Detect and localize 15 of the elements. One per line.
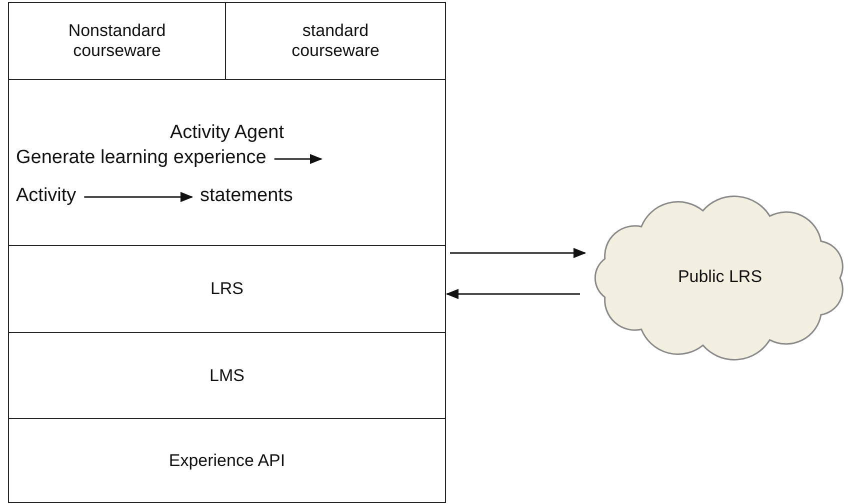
agent-layer-box <box>8 79 446 246</box>
arrow <box>274 154 323 164</box>
layer-box: LMS <box>8 332 446 419</box>
arrow <box>84 192 194 202</box>
layer-box: LRS <box>8 245 446 333</box>
layer-title: Activity Agent <box>168 122 286 144</box>
cloud-label: Public LRS <box>676 267 764 287</box>
layer-box: Nonstandard courseware <box>8 2 226 80</box>
text-label: statements <box>200 185 293 207</box>
layer-box: Experience API <box>8 418 446 503</box>
arrow <box>450 248 586 258</box>
text-label: Activity <box>16 185 76 207</box>
layer-box: standard courseware <box>225 2 446 80</box>
arrow <box>446 288 580 300</box>
text-label: Generate learning experience <box>16 147 266 169</box>
